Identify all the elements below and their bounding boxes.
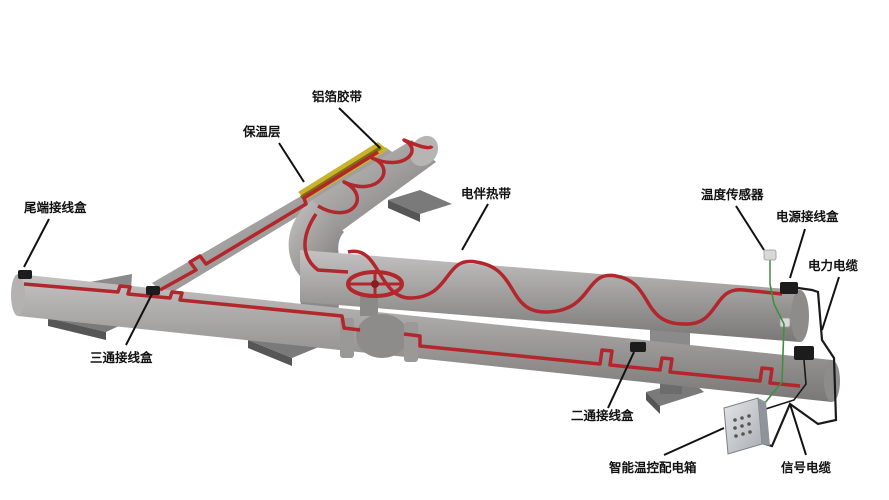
gate-valve bbox=[340, 270, 418, 362]
label-power-cable: 电力电缆 bbox=[808, 258, 859, 273]
label-smart-control-box: 智能温控配电箱 bbox=[608, 460, 697, 475]
heating-cable-upper-spiral bbox=[317, 138, 434, 215]
junction-boxes bbox=[18, 249, 814, 360]
label-end-junction-box: 尾端接线盒 bbox=[24, 200, 87, 215]
power-junction-box-rear bbox=[780, 282, 798, 294]
label-signal-cable: 信号电缆 bbox=[781, 460, 832, 475]
label-splice-junction-box: 二通接线盒 bbox=[571, 408, 634, 423]
label-power-junction-box: 电源接线盒 bbox=[776, 209, 839, 224]
power-junction-box-front bbox=[794, 346, 814, 360]
leader-lines bbox=[23, 107, 840, 456]
heating-cable-branch-run bbox=[159, 150, 379, 292]
support-upper bbox=[388, 190, 452, 222]
heating-cable-rear-spiral bbox=[347, 249, 783, 326]
front-main-pipe bbox=[18, 274, 832, 402]
power-cable-line bbox=[751, 286, 838, 448]
rear-main-pipe bbox=[300, 250, 800, 342]
end-junction-box bbox=[18, 270, 32, 279]
label-aluminum-tape: 铝箔胶带 bbox=[312, 89, 363, 104]
tee-junction-box bbox=[146, 286, 160, 295]
heating-cable-runs bbox=[23, 138, 801, 388]
smart-temperature-control-box bbox=[723, 397, 770, 455]
label-heating-cable: 电伴热带 bbox=[461, 186, 512, 201]
callout-labels: 铝箔胶带 保温层 尾端接线盒 电伴热带 温度传感器 电源接线盒 电力电缆 三通接… bbox=[24, 89, 859, 475]
label-tee-junction-box: 三通接线盒 bbox=[90, 350, 153, 365]
label-temperature-sensor: 温度传感器 bbox=[701, 187, 764, 202]
heating-cable-front-run bbox=[23, 282, 801, 388]
heating-cable-elbow-run bbox=[303, 213, 349, 274]
label-insulation-layer: 保温层 bbox=[242, 124, 281, 139]
splice-junction-box bbox=[630, 342, 646, 352]
